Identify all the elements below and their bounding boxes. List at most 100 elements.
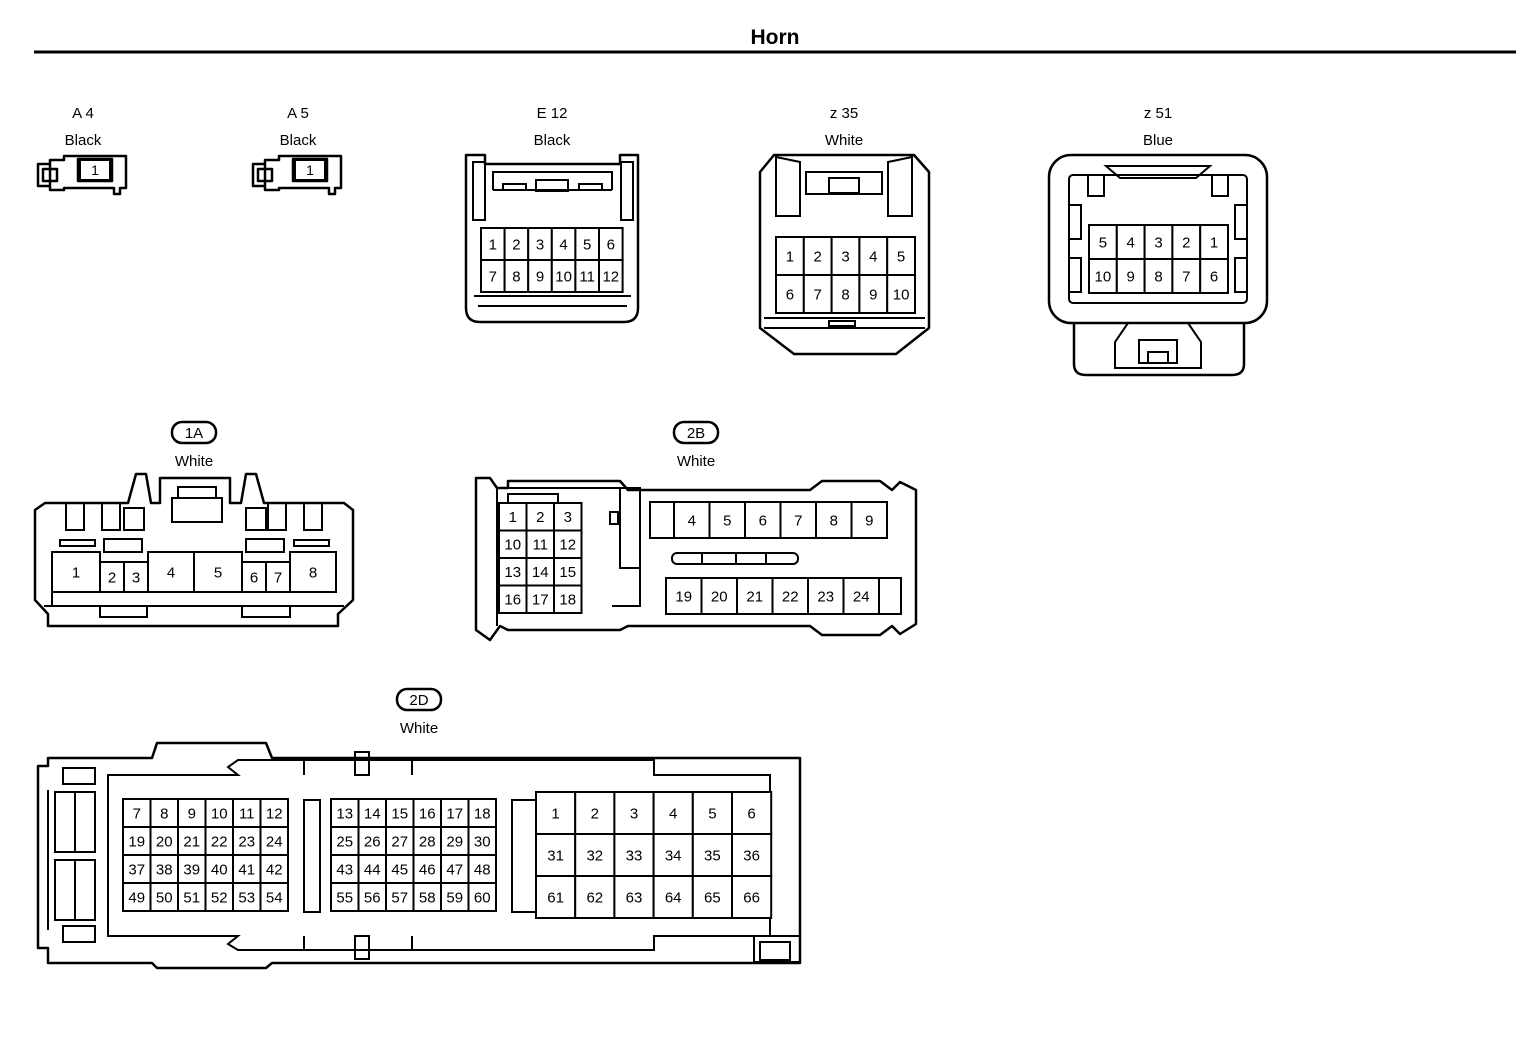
pin-number: 1: [72, 564, 80, 581]
pin-number: 37: [128, 861, 145, 878]
pin-number: 54: [266, 889, 283, 906]
pin-number: 62: [586, 889, 603, 906]
pin-cell: [830, 236, 861, 276]
pin-number: 23: [817, 588, 834, 605]
pin-number: 8: [841, 286, 849, 303]
pin-number: 21: [746, 588, 763, 605]
pin-cell: [193, 551, 243, 593]
pin-number: 21: [183, 833, 200, 850]
pin-number: 49: [128, 889, 145, 906]
connector-code: z 51: [1144, 105, 1172, 122]
pin-number: 36: [743, 847, 760, 864]
pin-cell: [535, 791, 577, 835]
pin-number: 42: [266, 861, 283, 878]
pin-cell: [440, 882, 470, 912]
pin-number: 17: [532, 592, 549, 609]
pin-cell: [147, 551, 195, 593]
pin-number: 23: [238, 833, 255, 850]
pin-number: 2: [591, 805, 599, 822]
pin-number: 1: [306, 162, 314, 178]
pin-number: 2: [108, 569, 116, 586]
pin-number: 5: [583, 236, 591, 253]
pin-number: 34: [665, 847, 682, 864]
pin-number: 5: [1099, 234, 1107, 251]
pin-number: 5: [723, 512, 731, 529]
connector-code-badge: [170, 420, 218, 445]
connector-code: A 4: [72, 105, 94, 122]
pin-number: 20: [711, 588, 728, 605]
connector-color: White: [677, 453, 715, 470]
connector-2b-body: [474, 476, 918, 642]
pin-number: 4: [1127, 234, 1135, 251]
pin-number: 7: [794, 512, 802, 529]
page-title: Horn: [751, 26, 800, 49]
pin-cell: [1115, 258, 1146, 294]
pin-number: 3: [536, 236, 544, 253]
pin-cell: [259, 798, 289, 828]
pin-cell: [204, 854, 234, 884]
pin-cell: [652, 875, 694, 919]
pin-number: 7: [489, 268, 497, 285]
pin-cell: [553, 584, 583, 614]
pin-number: 11: [532, 537, 548, 554]
pin-number: 56: [364, 889, 381, 906]
blank-cavity: [878, 577, 902, 615]
pin-number: 12: [602, 268, 619, 285]
connector-code-badge: [395, 687, 443, 712]
pin-cell: [330, 882, 360, 912]
pin-cell: [122, 798, 152, 828]
connector-code: 1A: [185, 425, 203, 442]
pin-number: 10: [893, 286, 910, 303]
pin-cell: [294, 159, 326, 181]
connector-code: A 5: [287, 105, 309, 122]
pin-number: 51: [183, 889, 200, 906]
connector-code: 2B: [687, 425, 705, 442]
pin-number: 10: [1095, 268, 1112, 285]
pin-group: 1: [79, 159, 111, 181]
pin-number: 24: [266, 833, 283, 850]
pin-number: 46: [419, 861, 436, 878]
pin-number: 43: [336, 861, 353, 878]
pin-number: 3: [132, 569, 140, 586]
pin-cell: [553, 557, 583, 587]
pin-number: 9: [188, 805, 196, 822]
pin-number: 6: [747, 805, 755, 822]
connector-1a-body: [33, 472, 355, 628]
pin-number: 15: [391, 805, 408, 822]
pin-cell: [815, 501, 853, 539]
pin-number: 60: [474, 889, 491, 906]
pin-number: 61: [547, 889, 564, 906]
pin-number: 22: [211, 833, 228, 850]
pin-number: 22: [782, 588, 799, 605]
pin-number: 10: [211, 805, 228, 822]
pin-number: 3: [1154, 234, 1162, 251]
pin-number: 8: [309, 564, 317, 581]
pin-cell: [736, 577, 774, 615]
pin-number: 32: [586, 847, 603, 864]
pin-number: 41: [238, 861, 255, 878]
pin-number: 30: [474, 833, 491, 850]
pin-cell: [598, 259, 624, 293]
pin-number: 9: [865, 512, 873, 529]
pin-number: 18: [474, 805, 491, 822]
pin-number: 19: [675, 588, 692, 605]
pin-cell: [553, 529, 583, 559]
pin-number: 26: [364, 833, 381, 850]
pin-number: 24: [853, 588, 870, 605]
pin-number: 2: [1182, 234, 1190, 251]
pin-number: 66: [743, 889, 760, 906]
pin-number: 10: [504, 537, 521, 554]
pin-cell: [1088, 258, 1118, 294]
pin-number: 5: [897, 248, 905, 265]
connector-color: White: [825, 132, 863, 149]
pin-number: 19: [128, 833, 145, 850]
pin-number: 1: [786, 248, 794, 265]
pin-cell: [467, 882, 497, 912]
pin-cell: [691, 875, 733, 919]
pin-number: 8: [512, 268, 520, 285]
pin-number: 1: [489, 236, 497, 253]
